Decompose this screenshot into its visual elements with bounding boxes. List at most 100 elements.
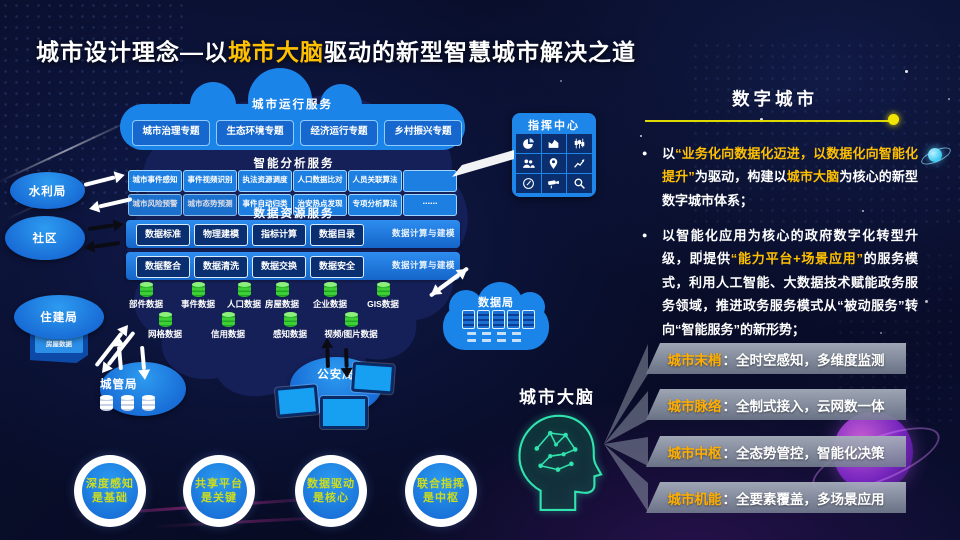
node-label: 指挥中心 [528, 120, 580, 132]
node-label: 数据局 [478, 297, 514, 309]
panel-bullet-1: ● 以“业务化向数据化迈进，以数据化向智能化提升”为驱动，构建以城市大脑为核心的… [642, 142, 918, 212]
data-source-item: 感知数据 [267, 312, 313, 340]
analysis-box [403, 170, 457, 192]
principle-line1: 联合指挥 [417, 477, 465, 490]
magnifier-icon [567, 174, 592, 193]
node-label: 水利局 [28, 185, 67, 198]
title-text: 城市设计理念—以 [36, 39, 228, 66]
feature-separator: ： [722, 352, 737, 368]
server-rack-icon [521, 310, 535, 329]
data-source-label: 网格数据 [147, 329, 182, 339]
analysis-box: 专项分析算法 [348, 194, 402, 216]
data-source-label: 视频/图片数据 [324, 329, 378, 339]
database-cylinder-icon [158, 312, 172, 327]
white-cylinder-icon [142, 395, 155, 411]
data-service-box: 数据整合 [136, 256, 190, 278]
feature-desc: 全要素覆盖，多场景应用 [736, 491, 885, 507]
node-label: 社区 [32, 233, 58, 245]
database-cylinder-icon [376, 282, 390, 297]
node-community: 社区 [5, 216, 85, 260]
bullet-text: 以智能化应用为核心的政府数字化转型升级，即提供 [662, 228, 918, 267]
data-sources: 部件数据 事件数据 人口数据 房屋数据 企业数据 GIS数据 网格数据 信用数据… [125, 282, 425, 343]
command-streak-arrow [452, 150, 514, 177]
feature-separator: ： [722, 398, 737, 414]
feature-label: 城市脉络 [667, 398, 722, 414]
feature-bar: 城市脉络：全制式接入，云网数一体 [646, 389, 906, 420]
server-rack-row [443, 310, 553, 329]
bullet-text: 为核心的新型数字城市体系； [662, 169, 918, 208]
title-highlight: 城市大脑 [228, 39, 324, 66]
cyan-planet [928, 148, 942, 162]
data-source-label: 房屋数据 [264, 299, 299, 309]
white-cylinder-icon [100, 395, 113, 411]
bullet-highlight: “业务化向数据化迈进，以数据化向智能化提升” [662, 146, 918, 185]
principle-line2: 是基础 [92, 492, 128, 504]
analysis-box: 城市事件感知 [128, 170, 182, 192]
monitor-icon [274, 384, 320, 418]
analysis-box: 城市态势预测 [183, 194, 237, 216]
analysis-box: 人口数据比对 [293, 170, 347, 192]
command-icon-grid [516, 134, 592, 193]
candlestick-icon [567, 134, 592, 153]
feature-ribbons [604, 344, 648, 512]
principle-line1: 深度感知 [86, 477, 134, 490]
principle-line1: 数据驱动 [307, 477, 355, 490]
run-service-box: 城市治理专题 [132, 120, 210, 146]
database-cylinder-icon [139, 282, 153, 297]
dot-grid-decoration [690, 40, 960, 230]
map-pin-icon [541, 154, 567, 173]
housing-sub-box-label: 房屋数据 [46, 340, 72, 348]
database-cylinder-icon [237, 282, 251, 297]
data-source-item: 房屋数据 [259, 282, 305, 310]
title-text: 驱动的新型智慧城市解决之道 [324, 39, 636, 66]
data-service-box: 物理建模 [194, 224, 248, 246]
analysis-box: 执法资源调度 [238, 170, 292, 192]
principle-circle: 联合指挥是中枢 [405, 455, 477, 527]
data-source-item: 视频/图片数据 [320, 312, 382, 340]
data-source-label: GIS数据 [367, 299, 399, 309]
analysis-box: ⋯⋯ [403, 194, 457, 216]
analysis-box: 事件视频识别 [183, 170, 237, 192]
data-service-box: 数据安全 [310, 256, 364, 278]
run-service-box: 生态环境专题 [216, 120, 294, 146]
bullet-marker: ● [642, 148, 648, 158]
database-cylinder-icon [283, 312, 297, 327]
feature-desc: 全制式接入，云网数一体 [736, 398, 885, 414]
monitor-icon [351, 361, 395, 395]
camera-icon [541, 174, 567, 193]
database-cylinder-icon [191, 282, 205, 297]
data-source-label: 企业数据 [312, 299, 347, 309]
feature-separator: ： [722, 445, 737, 461]
run-service-box: 乡村振兴专题 [384, 120, 462, 146]
bullet-text: 为驱动，构建以 [694, 169, 787, 185]
feature-bar: 城市末梢：全时空感知，多维度监测 [646, 343, 906, 374]
data-service-band: 数据标准 物理建模 指标计算 数据目录 数据计算与建模 [126, 220, 460, 248]
feature-label: 城市末梢 [667, 352, 722, 368]
run-service-box: 经济运行专题 [300, 120, 378, 146]
data-source-item: 信用数据 [205, 312, 251, 340]
data-source-label: 事件数据 [180, 299, 215, 309]
data-source-item: 网格数据 [142, 312, 188, 340]
bullet-highlight: “能力平台+场景应用” [730, 251, 863, 267]
analysis-box: 治安热点发现 [293, 194, 347, 216]
server-rack-icon [506, 310, 520, 329]
node-housing-bureau: 住建局 [14, 295, 104, 339]
data-source-item: 企业数据 [307, 282, 353, 310]
node-data-bureau: 数据局 [443, 282, 553, 362]
arrow-police-down [344, 347, 349, 369]
feature-desc: 全态势管控，智能化决策 [736, 445, 885, 461]
data-service-box: 数据清洗 [194, 256, 248, 278]
feature-label: 城市中枢 [667, 445, 722, 461]
data-source-label: 信用数据 [210, 329, 245, 339]
area-chart-icon [541, 134, 567, 153]
data-bureau-label: 数据局 [443, 294, 549, 310]
node-command-center: 指挥中心 [512, 113, 596, 197]
data-service-box: 数据目录 [310, 224, 364, 246]
team-icon [516, 154, 541, 173]
tiny-text-line [467, 339, 525, 342]
pie-chart-icon [516, 134, 541, 153]
data-service-band: 数据整合 数据清洗 数据交换 数据安全 数据计算与建模 [126, 252, 460, 280]
band-label: 数据计算与建模 [391, 260, 455, 270]
data-service-box: 数据交换 [252, 256, 306, 278]
